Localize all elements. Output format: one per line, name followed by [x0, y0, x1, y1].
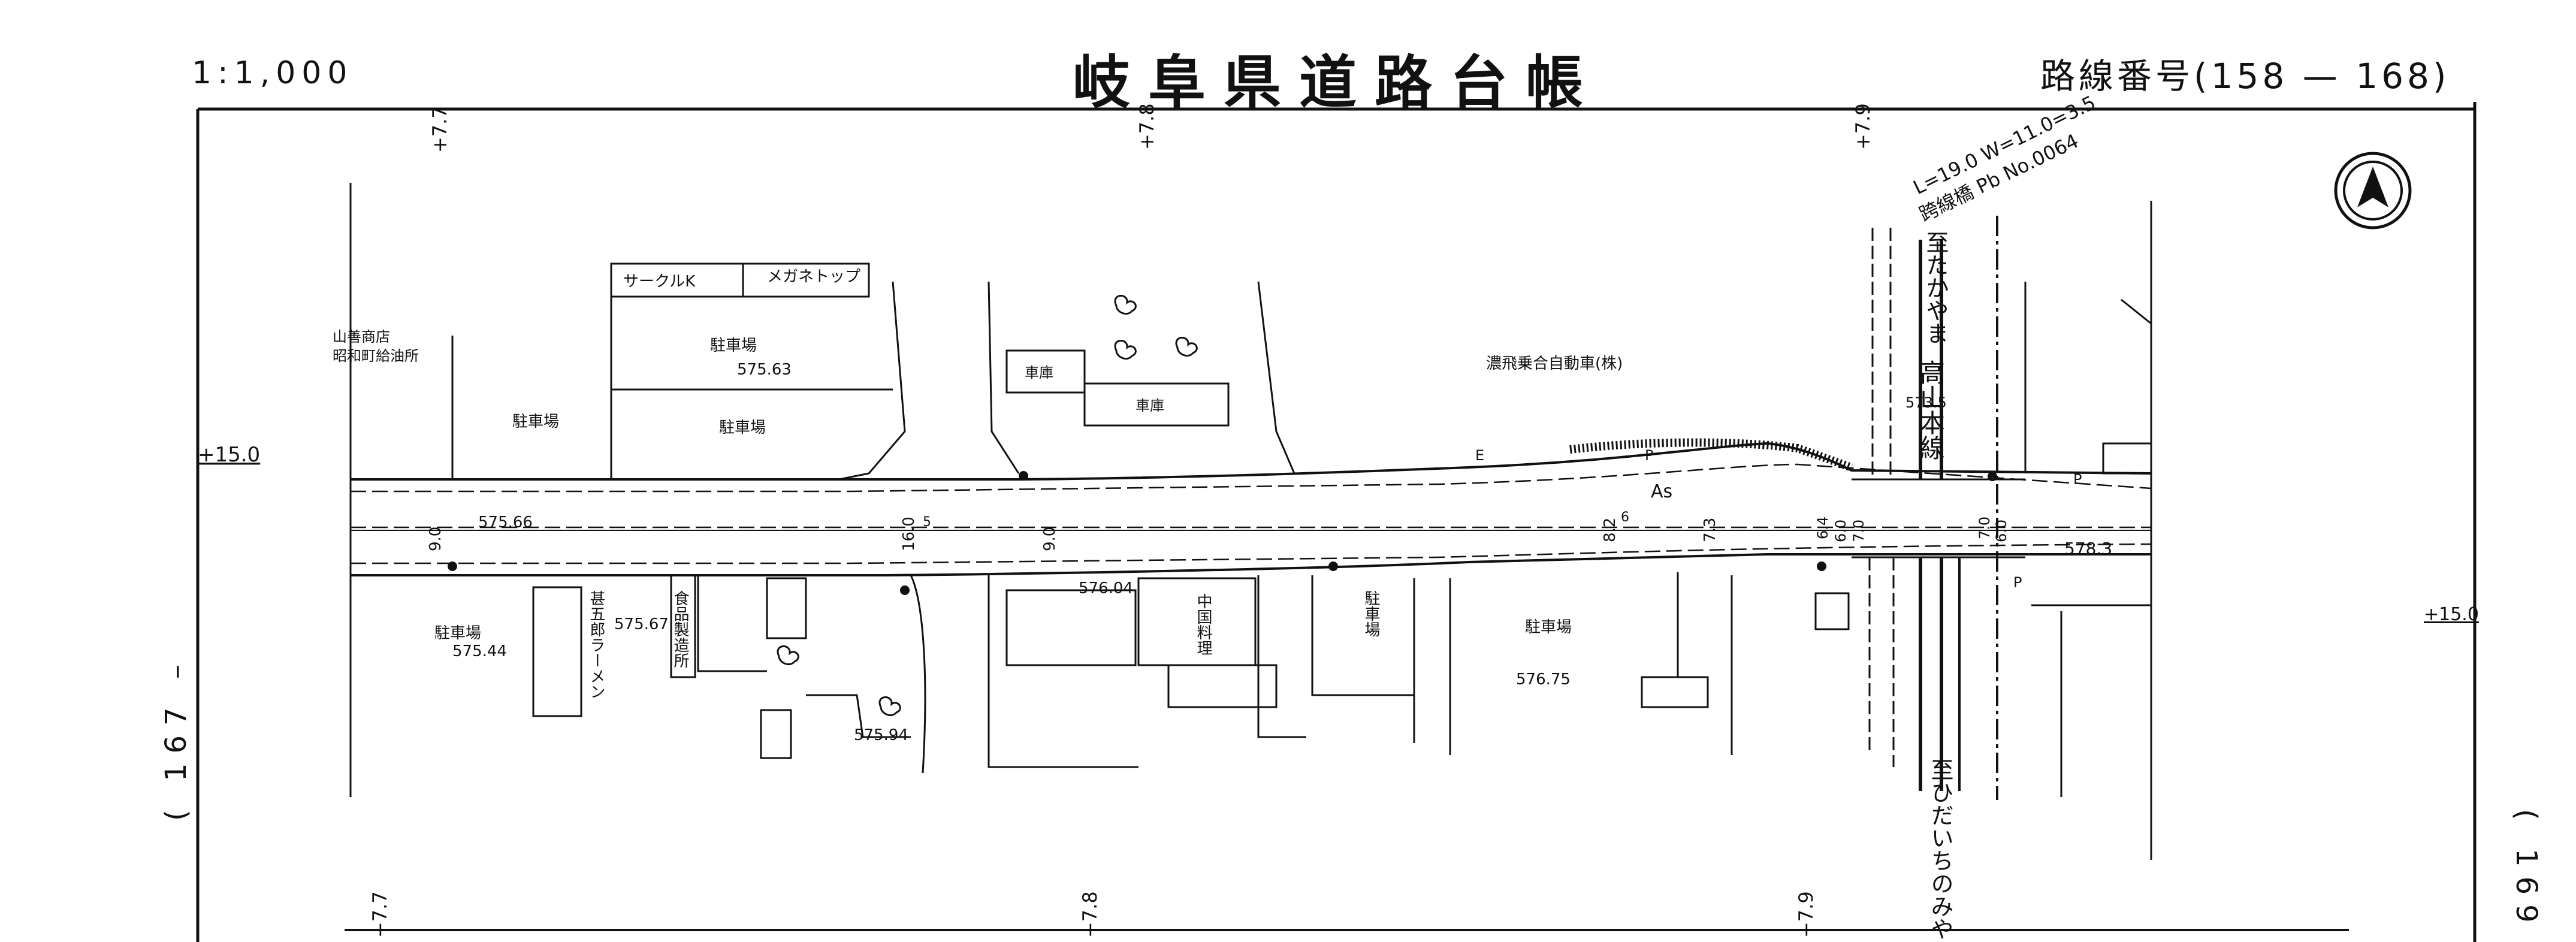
- station-label: +7.9: [1852, 103, 1874, 150]
- parking-label: 駐車場: [710, 337, 757, 355]
- place-labels: サークルK メガネトップ 山善商店 昭和町給油所 駐車場 駐車場 駐車場 車庫 …: [333, 268, 1623, 699]
- station-label: +7.8: [1079, 891, 1101, 938]
- width-label: 5: [923, 515, 931, 530]
- route-number: 路線番号(158 — 168): [2040, 56, 2450, 96]
- railway-labels: L=19.0 W=11.0=3.5 跨線橋 Pb No.0064 至たかやま 高…: [1910, 91, 2099, 940]
- width-label: 6.0: [1832, 520, 1849, 542]
- company-label: 濃飛乗合自動車(株): [1486, 355, 1623, 373]
- station-label: +7.9: [1795, 891, 1817, 938]
- parking-label: 駐車場: [434, 624, 481, 642]
- buildings-south: [532, 572, 2151, 797]
- store-label: 山善商店: [333, 328, 390, 345]
- parking-label: 駐車場: [1525, 618, 1572, 636]
- shop-label: 中国料理: [1194, 593, 1212, 656]
- station-label: +7.8: [1136, 103, 1158, 150]
- station-label: +7.7: [369, 891, 391, 938]
- station-label: +7.7: [428, 106, 451, 153]
- right-sheet-label: ( 169 –: [2509, 809, 2543, 942]
- width-label: 16.0: [900, 517, 918, 551]
- buildings-north: [451, 262, 2152, 481]
- shop-label: 甚五郎ラーメン: [587, 590, 605, 699]
- elevation-label: 578.3: [2064, 539, 2112, 558]
- plot-boundaries: [349, 183, 2152, 860]
- map-frame: [196, 102, 2477, 942]
- north-arrow-icon: [2334, 152, 2412, 230]
- store-label: メガネトップ: [767, 268, 860, 286]
- parking-label: 駐車場: [719, 419, 766, 437]
- station-label: +15.0: [198, 443, 260, 467]
- elevation-label: 576.75: [1516, 671, 1571, 689]
- surface-label: As: [1651, 481, 1672, 502]
- station-labels: +7.7 +7.8 +7.9 +7.7 +7.8 +7.9 +15.0 +15.…: [198, 103, 2479, 938]
- parking-label: 駐車場: [1362, 590, 1380, 637]
- marker-label: E: [1475, 447, 1484, 464]
- parking-mark: P: [2013, 574, 2022, 591]
- elevation-label: 575.66: [478, 514, 533, 532]
- width-label: 6.0: [1993, 520, 2010, 542]
- elevation-label: 575.94: [854, 726, 908, 744]
- railway-line-label: 高山本線: [1916, 360, 1946, 460]
- elevation-label: 575.44: [452, 642, 507, 660]
- width-label: 8.2: [1601, 518, 1619, 542]
- width-label: 9.0: [1041, 527, 1059, 551]
- parking-mark: P: [1645, 447, 1653, 464]
- hedge: [1569, 438, 1853, 472]
- map-scale: 1:1,000: [192, 55, 354, 91]
- railway: [1852, 216, 2025, 800]
- width-label: 6: [1621, 510, 1629, 525]
- tree-icon: [777, 295, 1198, 716]
- garage-label: 車庫: [1025, 364, 1053, 381]
- width-label: 6.4: [1814, 517, 1831, 539]
- elevation-label: 573.5: [1905, 394, 1947, 411]
- elevation-labels: 575.63 575.66 575.44 575.67 575.94 576.0…: [452, 361, 2112, 744]
- shop-label: 食品製造所: [671, 590, 689, 668]
- direction-label: 至ひだいちのみや: [1927, 758, 1953, 940]
- garage-label: 車庫: [1136, 397, 1164, 414]
- elevation-label: 575.67: [614, 615, 669, 633]
- parking-mark: P: [2073, 471, 2082, 488]
- width-label: 9.0: [427, 527, 445, 551]
- store-label: 昭和町給油所: [333, 348, 419, 364]
- utility-pole-icon: [448, 471, 1997, 595]
- elevation-label: 575.63: [737, 361, 792, 379]
- side-sheet-labels: ( 167 – ( 169 –: [159, 655, 2543, 942]
- road-mark-labels: As 9.0 16.0 5 9.0 8.2 6 7.3 6.4 6.0 7.0 …: [427, 447, 2082, 591]
- map-title: 岐阜県道路台帳: [1073, 49, 1601, 116]
- direction-label: 至たかやま: [1922, 231, 1949, 345]
- parking-label: 駐車場: [512, 413, 559, 431]
- elevation-label: 576.04: [1079, 579, 1133, 597]
- width-label: 7.0: [1976, 517, 1993, 539]
- store-label: サークルK: [623, 273, 696, 291]
- width-label: 7.0: [1850, 520, 1867, 542]
- width-label: 7.3: [1701, 518, 1719, 542]
- road-edges: [351, 442, 2152, 576]
- station-label: +15.0: [2424, 604, 2479, 625]
- road-curb-lines: [351, 463, 2152, 564]
- left-sheet-label: ( 167 –: [159, 655, 193, 821]
